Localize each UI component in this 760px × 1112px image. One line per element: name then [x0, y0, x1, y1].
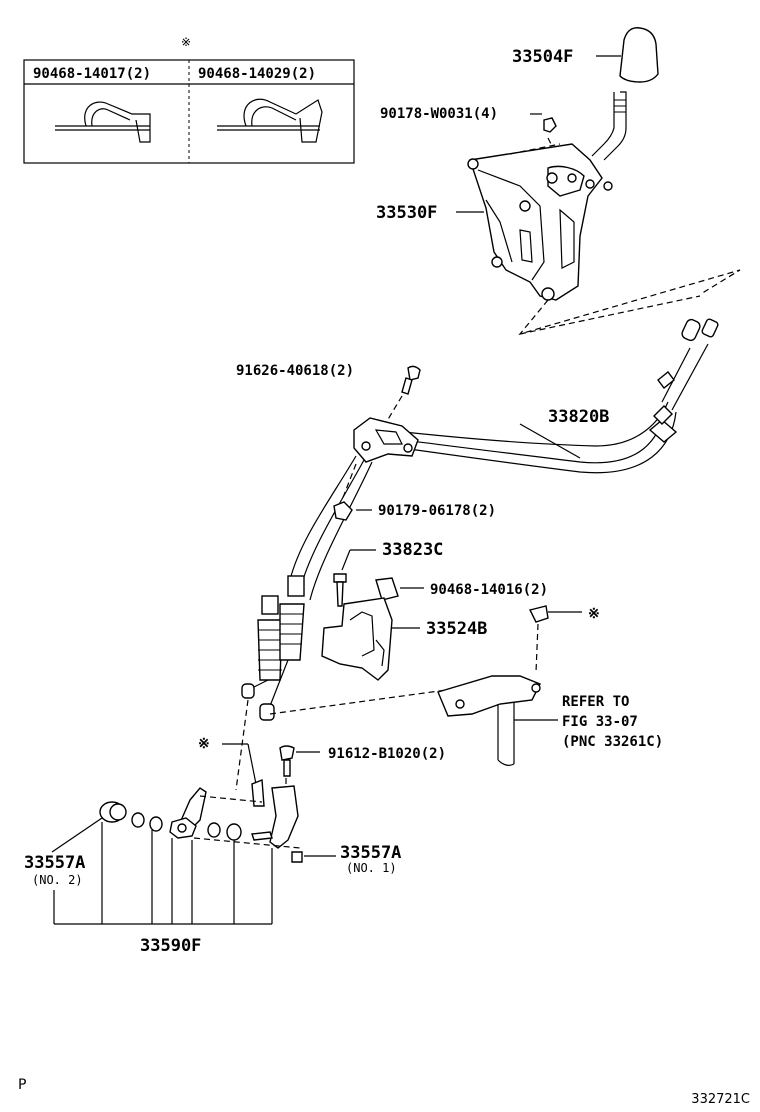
- figure-id: 332721C: [691, 1092, 750, 1107]
- label-33557a-no2: 33557A: [24, 853, 85, 873]
- label-33504f: 33504F: [512, 47, 573, 67]
- refer-line-2: FIG 33-07: [562, 714, 638, 730]
- transmission-lever: REFER TO FIG 33-07 (PNC 33261C): [437, 675, 663, 766]
- label-91626-40618: 91626-40618(2): [236, 363, 354, 379]
- marked-clip: ※: [528, 605, 600, 673]
- upper-bolt: 91626-40618(2): [236, 363, 421, 427]
- label-no1-note: (NO. 1): [346, 861, 397, 875]
- shift-lever-housing: 33530F: [376, 143, 741, 336]
- bushing-right-callout: 33557A (NO. 1): [304, 843, 401, 875]
- transmission-cable: 33820B: [235, 318, 719, 791]
- clip-reference-box: ※ 90468-14017(2) 90468-14029(2): [23, 35, 355, 164]
- refer-line-1: REFER TO: [562, 694, 629, 710]
- refer-line-3: (PNC 33261C): [562, 734, 663, 750]
- cable-bracket: 33823C 90468-14016(2) 33524B: [321, 540, 548, 681]
- cable-nut: 90179-06178(2): [333, 463, 496, 521]
- clip-right-drawing: [217, 98, 323, 143]
- knob-nut: 90178-W0031(4): [380, 106, 557, 151]
- clip-right-part-number: 90468-14029(2): [198, 66, 316, 82]
- label-33530f: 33530F: [376, 203, 437, 223]
- bushing-left-callout: 33557A (NO. 2): [24, 817, 103, 887]
- label-33557a-no1: 33557A: [340, 843, 401, 863]
- label-91612-b1020: 91612-B1020(2): [328, 746, 446, 762]
- lower-marker: ※: [198, 736, 210, 752]
- clip-marker: ※: [588, 606, 600, 622]
- label-33524b: 33524B: [426, 619, 487, 639]
- label-33823c: 33823C: [382, 540, 443, 560]
- clip-box-marker: ※: [181, 35, 191, 49]
- label-90179-06178: 90179-06178(2): [378, 503, 496, 519]
- cable-boot-right: [259, 575, 305, 721]
- page-mark: P: [18, 1077, 27, 1093]
- shift-lever-rod: [591, 91, 627, 161]
- sub-assy-bracket: 33590F: [53, 822, 273, 956]
- label-90468-14016: 90468-14016(2): [430, 582, 548, 598]
- label-no2-note: (NO. 2): [32, 873, 83, 887]
- clip-left-part-number: 90468-14017(2): [33, 66, 151, 82]
- bushing-row: [99, 801, 303, 863]
- cable-boot-left: [241, 595, 283, 699]
- label-33820b: 33820B: [548, 407, 609, 427]
- shift-knob: 33504F: [512, 27, 659, 83]
- label-90178-w0031: 90178-W0031(4): [380, 106, 498, 122]
- label-33590f: 33590F: [140, 936, 201, 956]
- clip-left-drawing: [55, 101, 151, 143]
